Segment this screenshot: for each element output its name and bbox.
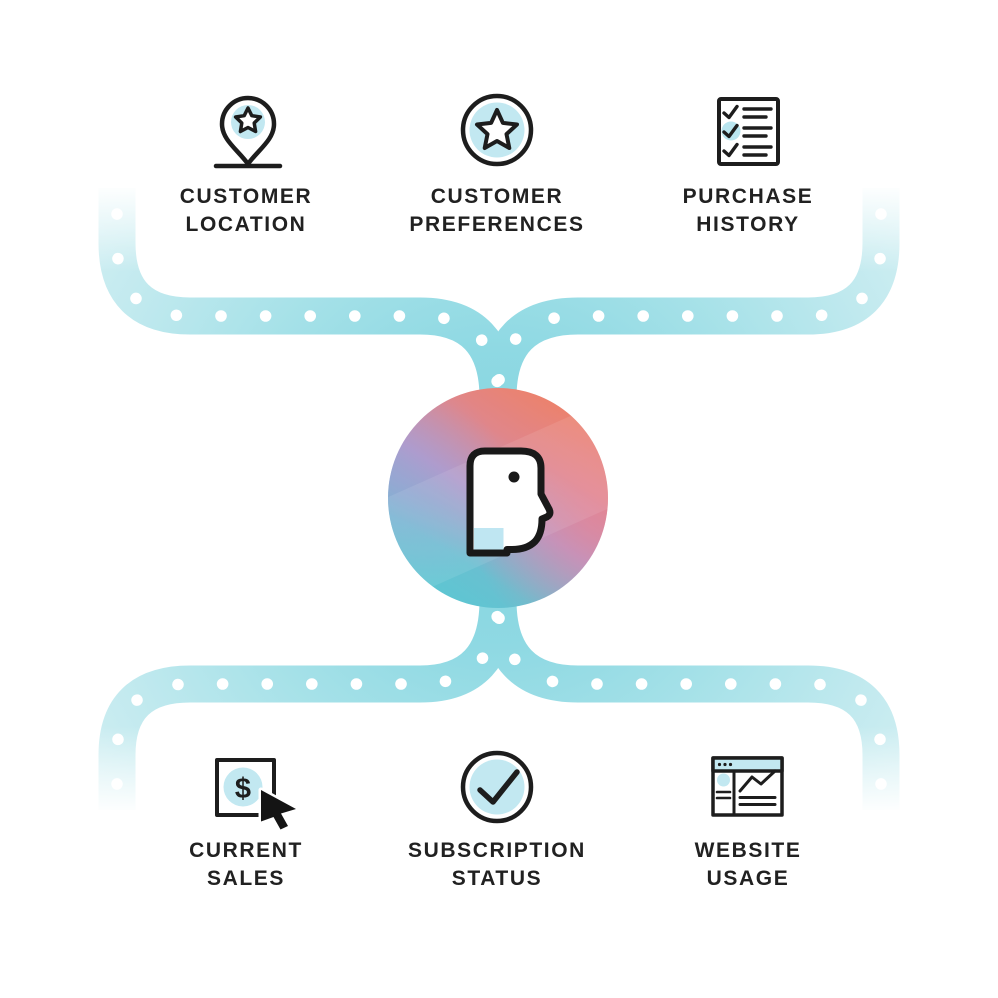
pipe-fade (854, 726, 906, 814)
check-circle-icon (460, 750, 534, 824)
dollar-cursor-icon: $ (215, 758, 299, 832)
cursor-arrow (258, 787, 299, 832)
label-website-usage: WEBSITE USAGE (694, 839, 802, 890)
dollar-sign: $ (235, 773, 251, 805)
label-customer-location: CUSTOMER LOCATION (179, 185, 313, 236)
data-pipes (92, 184, 906, 814)
persona-orb (388, 388, 608, 608)
browser-analytics-icon (711, 756, 784, 817)
eye-dot (508, 471, 520, 483)
pipe-fade (92, 726, 144, 814)
location-pin-star-icon (213, 95, 283, 169)
label-purchase-history: PURCHASE HISTORY (682, 185, 814, 236)
label-subscription-status: SUBSCRIPTION STATUS (408, 839, 586, 890)
star-circle-icon (460, 93, 534, 167)
face-profile-icon (466, 447, 554, 557)
browser-dots (717, 762, 733, 767)
pipe-fade (92, 184, 144, 272)
checklist-icon (717, 97, 780, 166)
label-customer-preferences: CUSTOMER PREFERENCES (409, 185, 585, 236)
trend-line (738, 769, 777, 793)
pipe-fade (854, 184, 906, 272)
label-current-sales: CURRENT SALES (189, 839, 303, 890)
avatar-dot (717, 773, 730, 787)
